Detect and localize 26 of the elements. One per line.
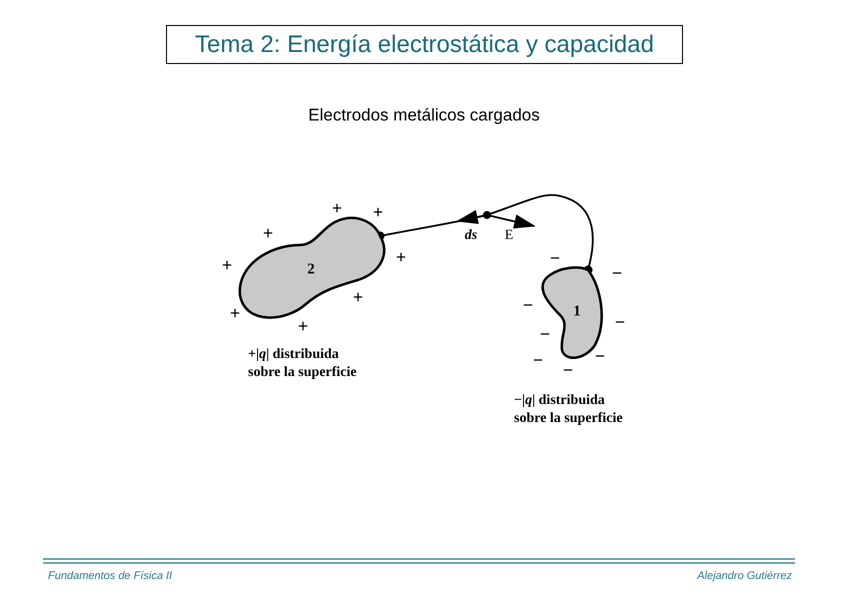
charge-caption: +|q| distribuida sobre la superficie [248, 346, 358, 382]
charge-sign: − [612, 264, 622, 282]
charge-sign: + [372, 203, 384, 221]
charge-sign: + [298, 317, 308, 335]
charge-sign: − [594, 347, 606, 365]
vector-label: E [504, 229, 514, 243]
title-box: Tema 2: Energía electrostática y capacidad [166, 25, 683, 64]
footer-text: Fundamentos de Física II [48, 569, 172, 584]
charge-sign: + [222, 256, 232, 274]
charge-sign: + [332, 199, 342, 217]
charge-sign: − [540, 325, 550, 343]
charge-sign: + [352, 288, 364, 306]
charge-caption: −|q| distribuida sobre la superficie [514, 392, 624, 428]
charge-sign: + [262, 224, 274, 242]
electrode-number: 2 [307, 262, 315, 278]
charge-sign: − [614, 313, 626, 331]
charge-sign: − [522, 296, 534, 314]
charge-sign: + [230, 304, 240, 322]
charge-sign: + [396, 248, 406, 266]
electrode-number: 1 [573, 304, 581, 320]
vector-label: ds [464, 229, 478, 243]
charge-sign: − [532, 351, 544, 369]
footer-text: Alejandro Gutiérrez [697, 569, 792, 584]
subtitle: Electrodos metálicos cargados [308, 106, 540, 124]
charge-sign: − [562, 361, 574, 379]
charge-sign: − [550, 249, 560, 267]
